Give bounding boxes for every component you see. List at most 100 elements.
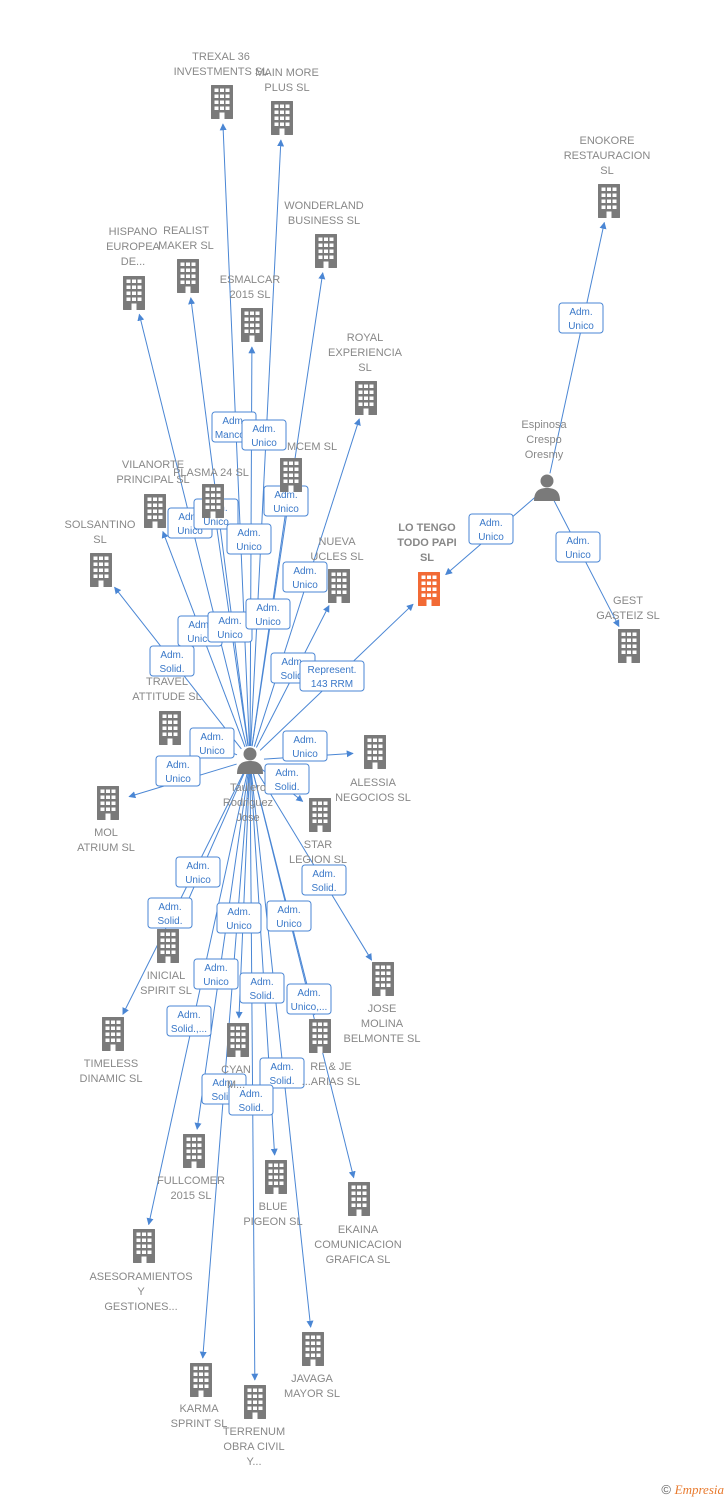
edge-label[interactable]: Adm. Unico xyxy=(282,730,328,762)
building-icon xyxy=(372,962,394,996)
node-label: RE & JE xyxy=(310,1061,352,1073)
edge-label[interactable]: Represent.143 RRM xyxy=(299,660,365,692)
edge-label-text: Unico xyxy=(165,774,191,785)
building-icon xyxy=(315,234,337,268)
node-asesoramientos[interactable]: ASESORAMIENTOSYGESTIONES... xyxy=(89,1229,193,1313)
edge-label[interactable]: Adm.Solid. xyxy=(259,1057,305,1089)
node-cyan[interactable]: CYANM... xyxy=(221,1023,251,1091)
node-label: 2015 SL xyxy=(230,289,271,301)
edge-label[interactable]: Adm.Solid. xyxy=(149,645,195,677)
edge-label[interactable]: Adm.Solid. xyxy=(264,763,310,795)
edge-labels-layer: Adm.Manco...Adm.UnicoAdm.UnicoAdm.UnicoA… xyxy=(147,302,604,1116)
edge-label[interactable]: Adm.Unico xyxy=(207,611,253,643)
node-label: Y xyxy=(137,1286,145,1298)
edge-label[interactable]: Adm.Solid.,... xyxy=(166,1005,212,1037)
node-label: TERRENUM xyxy=(223,1426,285,1438)
edge-label-text: Adm. xyxy=(293,735,316,746)
edge-label[interactable]: Adm.Unico xyxy=(245,598,291,630)
edge-label[interactable]: Adm.Unico xyxy=(193,958,239,990)
edge-label[interactable]: Adm.Unico xyxy=(189,727,235,759)
edge-label-text: Adm. xyxy=(200,732,223,743)
edge-taulero-javaga xyxy=(250,773,314,1328)
node-hispano[interactable]: HISPANOEUROPEADE... xyxy=(106,226,161,310)
edge-label-text: Unico xyxy=(292,580,318,591)
edge-label-box xyxy=(193,958,239,990)
edge-label-box xyxy=(558,302,604,334)
edge-label[interactable]: Adm.Unico xyxy=(263,485,309,517)
building-icon xyxy=(183,1134,205,1168)
edge-label-box xyxy=(282,561,328,593)
building-icon xyxy=(102,1017,124,1051)
edge-label-text: Unico xyxy=(251,438,277,449)
edge-label[interactable]: Adm. Unico xyxy=(282,561,328,593)
edge-label-text: Adm. xyxy=(212,1078,235,1089)
edge-label[interactable]: Adm.Unico,... xyxy=(286,983,332,1015)
edge-label[interactable]: Adm.Unico xyxy=(226,523,272,555)
edge-label-box xyxy=(175,856,221,888)
edge-label-text: Unico xyxy=(177,526,203,537)
node-plasma[interactable]: PLASMA 24 SL xyxy=(173,467,249,518)
edge-label[interactable]: Adm.Solid. xyxy=(228,1084,274,1116)
node-label: PIGEON SL xyxy=(243,1216,302,1228)
edge-label-text: Unico xyxy=(226,921,252,932)
edge-label[interactable]: Adm.Unico xyxy=(266,900,312,932)
node-label: HISPANO xyxy=(109,226,158,238)
building-icon xyxy=(123,276,145,310)
node-label: ROYAL xyxy=(347,332,383,344)
edge-label[interactable]: Adm.Unico xyxy=(558,302,604,334)
node-re_je[interactable]: RE & JE...ARIAS SL xyxy=(302,1019,361,1088)
edge-label[interactable]: Adm.Unico xyxy=(555,531,601,563)
building-icon xyxy=(241,308,263,342)
edge-label[interactable]: Adm.Solid. xyxy=(301,864,347,896)
edge-label-text: Adm. xyxy=(293,566,316,577)
edge-label-text: Solid. xyxy=(157,916,182,927)
edge-label[interactable]: Adm.Unico xyxy=(175,856,221,888)
node-label: UCLES SL xyxy=(310,551,363,563)
building-icon xyxy=(309,798,331,832)
node-label: ATTITUDE SL xyxy=(132,691,201,703)
node-label: JOSE xyxy=(368,1003,397,1015)
edge-label[interactable]: Adm.Unico xyxy=(216,902,262,934)
node-label: MAKER SL xyxy=(158,240,214,252)
node-label: EKAINA xyxy=(338,1224,379,1236)
node-label: STAR xyxy=(304,839,333,851)
node-mcem[interactable]: MCEM SL xyxy=(280,441,337,492)
edge-label-text: Adm. xyxy=(178,512,201,523)
edge-label[interactable]: Adm.Solid. xyxy=(239,972,285,1004)
edge-label-text: Unico xyxy=(292,749,318,760)
edge-label[interactable]: Adm.Unico xyxy=(155,755,201,787)
node-label: TIMELESS xyxy=(84,1058,138,1070)
edge-label[interactable]: Adm.Unico xyxy=(468,513,514,545)
edge-label-text: Unico xyxy=(203,517,229,528)
edge-label[interactable]: Adm.Unico xyxy=(241,419,287,451)
edge-label[interactable]: Adm.Solid. xyxy=(147,897,193,929)
empresia-logo[interactable]: Empresia xyxy=(674,1482,724,1497)
